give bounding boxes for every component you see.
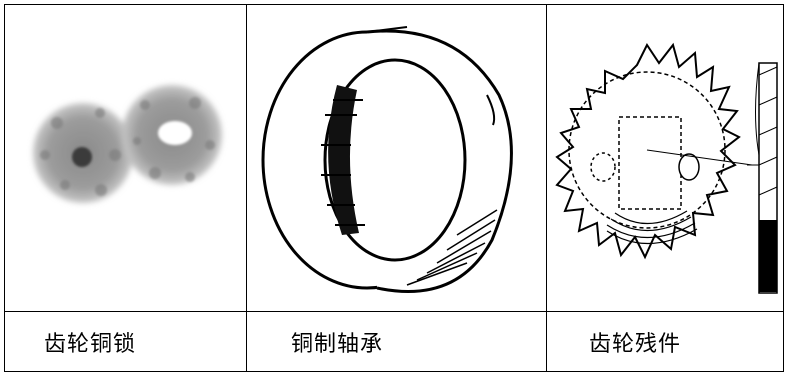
cell-bearing [247, 5, 546, 311]
caption-bearing: 铜制轴承 [291, 332, 384, 357]
cell-gear-lock [5, 5, 246, 311]
gear-lock-image [33, 85, 222, 203]
bearing-image [261, 26, 513, 293]
cell-gear-fragment [547, 5, 783, 311]
table-divider-2 [546, 4, 547, 372]
table-border-bottom [4, 371, 784, 372]
table-divider-1 [246, 4, 247, 372]
gear-fragment-image [555, 42, 778, 294]
table-row-divider [4, 311, 784, 312]
table-border-left [4, 4, 5, 372]
caption-gear-fragment: 齿轮残件 [589, 332, 682, 357]
caption-gear-lock: 齿轮铜锁 [44, 332, 137, 357]
table-border-right [783, 4, 784, 372]
table-border-top [4, 4, 784, 5]
